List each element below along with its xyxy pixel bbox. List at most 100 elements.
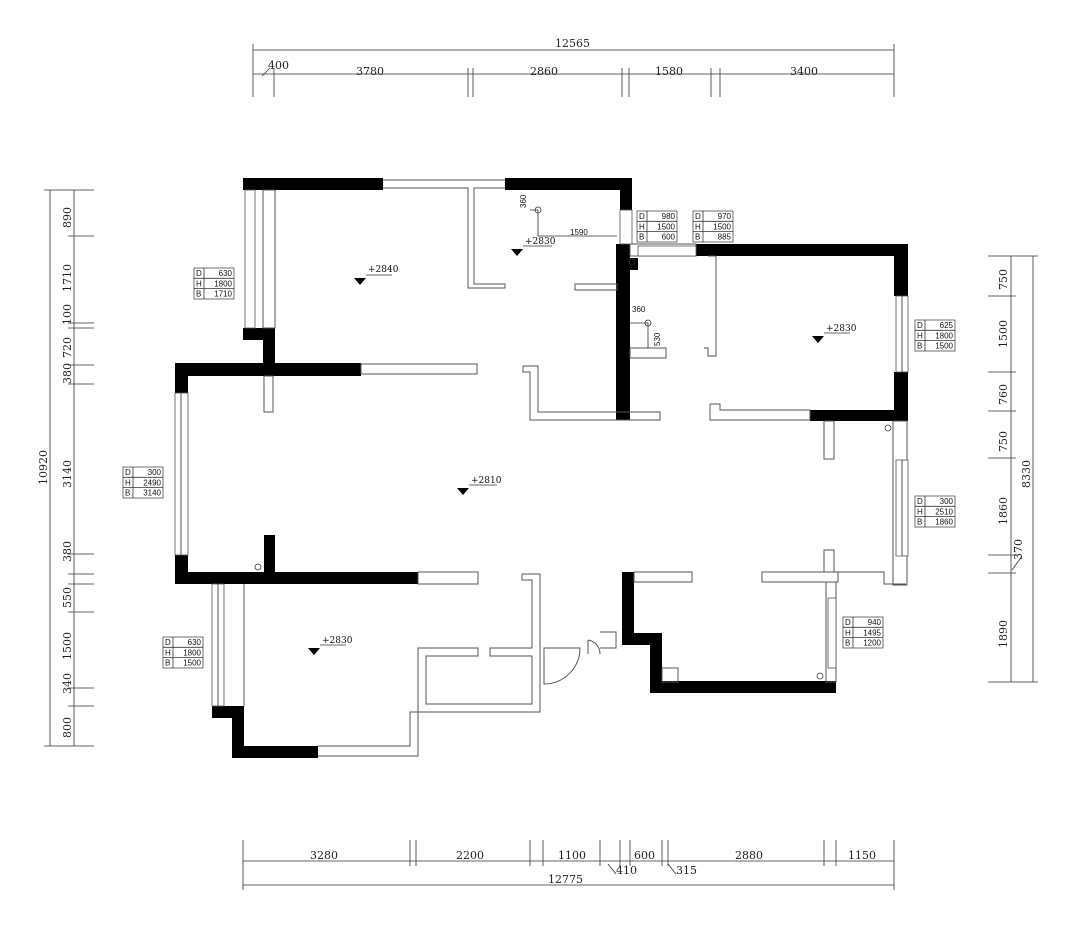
window-spec-value: 300: [148, 468, 162, 477]
window-spec-frame: [193, 267, 235, 300]
window-spec-value: 980: [662, 212, 676, 221]
window-spec-value: 630: [219, 269, 233, 278]
window-spec-key: B: [125, 489, 130, 498]
drain-markers: [254, 258, 892, 680]
level-marker-icon: [354, 278, 366, 285]
window-spec-key: B: [917, 518, 922, 527]
window-spec-value: 630: [188, 638, 202, 647]
bottom-segment-4: 600: [634, 849, 655, 862]
window-openings: [174, 189, 909, 707]
window-spec-value: 600: [662, 233, 676, 242]
window-spec-value: 1500: [713, 222, 731, 231]
level-bathroom-top: +2830: [525, 237, 556, 247]
window-spec-value: 1200: [863, 639, 881, 648]
window-spec-value: 1500: [657, 222, 675, 231]
left-dimension-group: 10920 890 1710 100 720 380 3140 380 550 …: [37, 189, 94, 747]
drain-icon: [254, 563, 262, 571]
window-spec-value: 940: [868, 618, 882, 627]
pipe-note-360-top: 360: [519, 194, 528, 208]
drain-icon: [628, 258, 636, 266]
window-spec-value: 1495: [863, 628, 881, 637]
right-segment-1: 750: [997, 269, 1010, 290]
level-markers: +2840 +2830 +2810 +2830 +2830: [308, 237, 857, 655]
bottom-offset-1: 410: [616, 864, 637, 877]
left-segment-10: 340: [61, 673, 74, 694]
plumbing-notes: 360 1590 360 530: [519, 194, 662, 348]
window-spec-value: 300: [940, 497, 954, 506]
level-marker-icon: [812, 336, 824, 343]
window-spec-key: B: [845, 639, 850, 648]
window-spec-frame: [122, 466, 164, 499]
window-spec-key: H: [125, 478, 131, 487]
window-spec-value: 2490: [143, 478, 161, 487]
window-spec-key: H: [196, 279, 202, 288]
drain-icon: [884, 424, 892, 432]
drain-icon: [816, 672, 824, 680]
window-spec-key: H: [639, 222, 645, 231]
window-spec-key: H: [917, 507, 923, 516]
bottom-segment-5: 2880: [735, 849, 763, 862]
left-segment-6: 3140: [61, 460, 74, 488]
right-segment-2: 1500: [997, 320, 1010, 348]
window-spec-value: 1500: [183, 659, 201, 668]
window-spec-value: 885: [718, 233, 732, 242]
window-spec-value: 1860: [935, 518, 953, 527]
window-spec-key: H: [845, 628, 851, 637]
window-spec-key: D: [917, 321, 923, 330]
top-segment-1: 400: [268, 59, 289, 72]
window-spec-key: D: [639, 212, 645, 221]
left-total-dimension: 10920: [37, 450, 50, 485]
left-segment-3: 100: [61, 304, 74, 325]
right-segment-3: 760: [997, 384, 1010, 405]
window-spec-value: 970: [718, 212, 732, 221]
bottom-total-dimension: 12775: [548, 873, 583, 886]
bottom-segment-6: 1150: [848, 849, 876, 862]
window-spec-frame: [692, 210, 734, 243]
left-segment-7: 380: [61, 541, 74, 562]
left-segment-9: 1500: [61, 632, 74, 660]
left-segment-2: 1710: [61, 264, 74, 292]
bottom-segment-1: 3280: [310, 849, 338, 862]
partition-lines: [243, 179, 908, 757]
top-segment-2: 3780: [356, 65, 384, 78]
level-marker-icon: [308, 648, 320, 655]
window-spec-key: D: [917, 497, 923, 506]
window-spec-frame: [636, 210, 678, 243]
right-segment-4: 750: [997, 431, 1010, 452]
level-bedroom-top-left: +2840: [368, 265, 399, 275]
window-spec-key: H: [695, 222, 701, 231]
bottom-segment-2: 2200: [456, 849, 484, 862]
top-dimension-group: 12565 400 3780 2860 1580 3400: [252, 37, 895, 97]
level-bedroom-bottom-left: +2830: [322, 636, 353, 646]
window-spec-value: 3140: [143, 489, 161, 498]
window-spec-key: D: [695, 212, 701, 221]
window-spec-key: D: [196, 269, 202, 278]
window-spec-value: 1800: [935, 331, 953, 340]
window-spec-key: B: [196, 290, 201, 299]
window-spec-value: 2510: [935, 507, 953, 516]
window-spec-frame: [914, 319, 956, 352]
left-segment-8: 550: [61, 587, 74, 608]
top-segment-4: 1580: [655, 65, 683, 78]
window-spec-key: H: [917, 331, 923, 340]
window-spec-value: 625: [940, 321, 954, 330]
left-segment-1: 890: [61, 207, 74, 228]
window-spec-key: D: [845, 618, 851, 627]
window-spec-frame: [162, 636, 204, 669]
window-spec-key: B: [639, 233, 644, 242]
right-offset: 370: [1012, 539, 1025, 560]
top-total-dimension: 12565: [555, 37, 590, 50]
window-spec-key: B: [917, 342, 922, 351]
right-segment-6: 1890: [997, 620, 1010, 648]
top-segment-5: 3400: [790, 65, 818, 78]
window-spec-frame: [842, 616, 884, 649]
window-spec-key: D: [125, 468, 131, 477]
window-spec-key: B: [695, 233, 700, 242]
level-bedroom-right: +2830: [826, 324, 857, 334]
